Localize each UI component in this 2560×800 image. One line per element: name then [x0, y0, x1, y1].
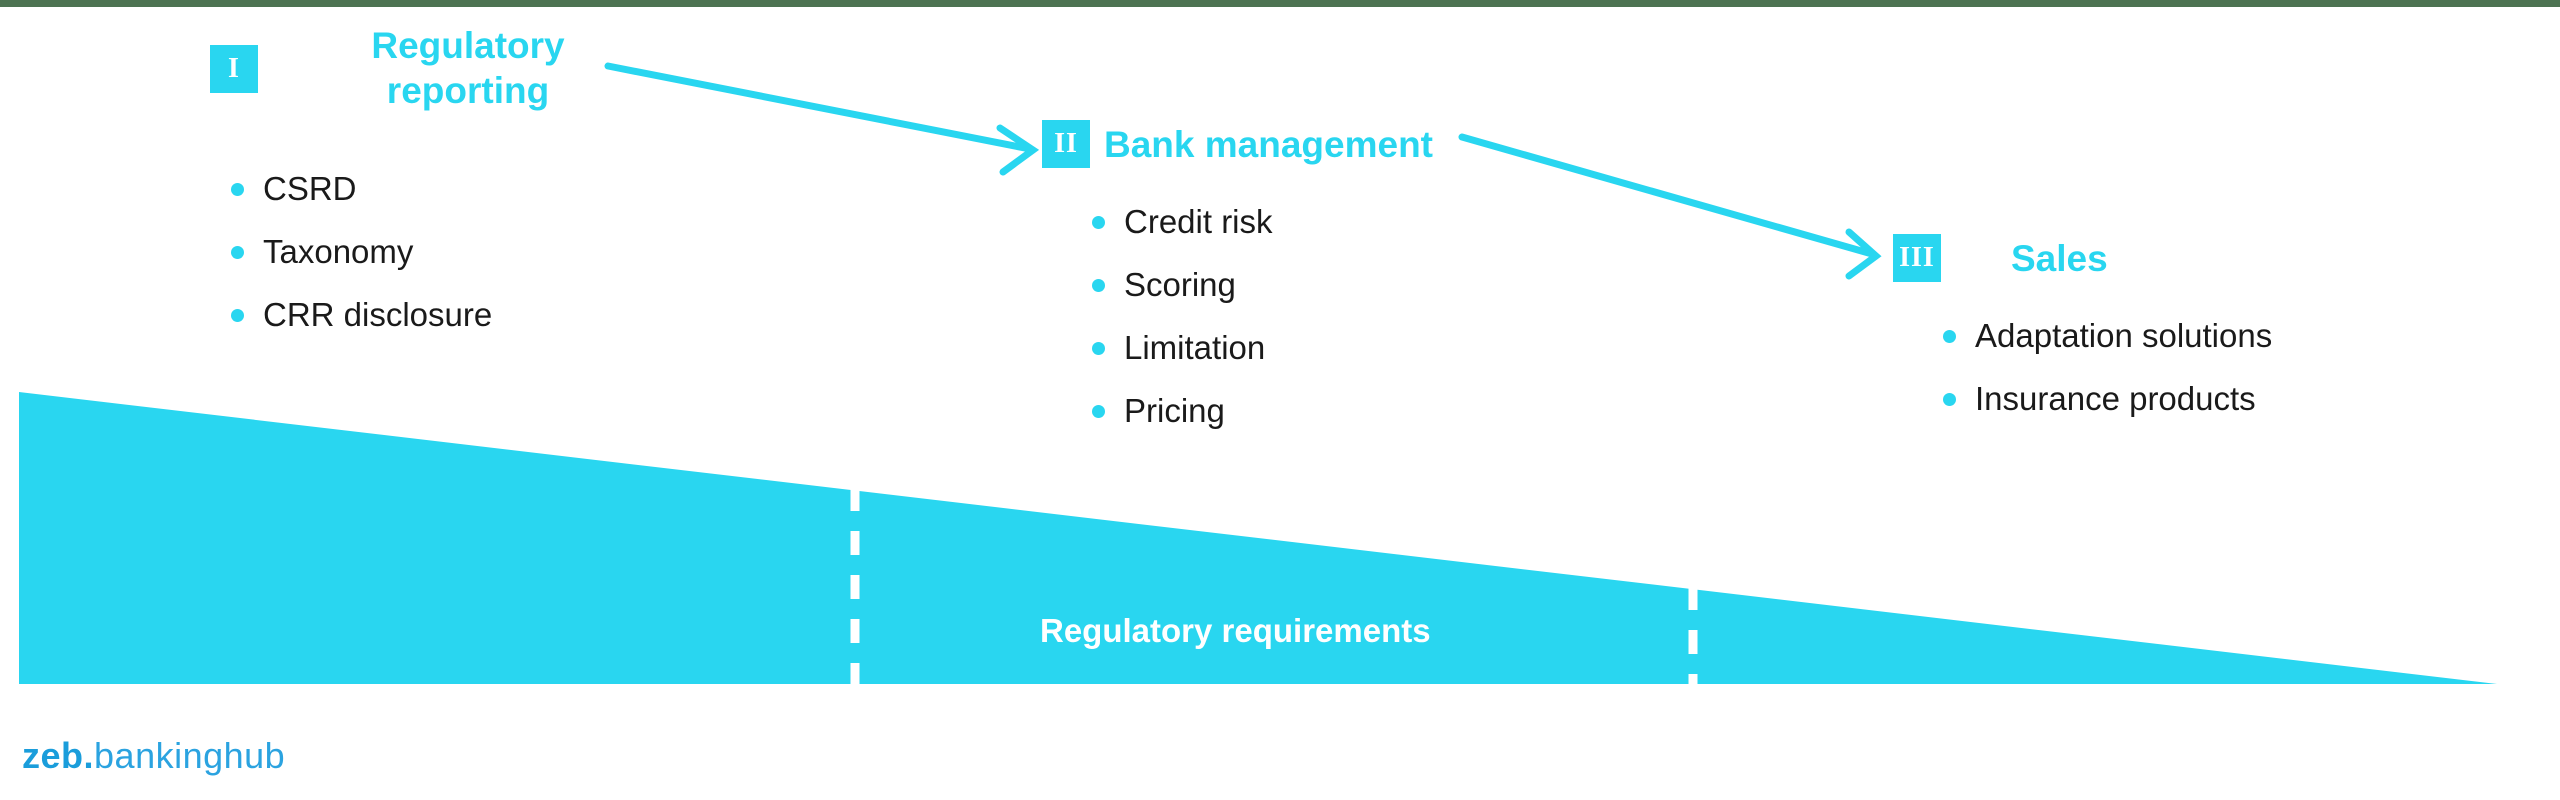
stage-1-bullet-list: CSRD Taxonomy CRR disclosure [231, 157, 630, 346]
logo-dot: . [83, 735, 95, 776]
list-item: Insurance products [1943, 367, 2413, 430]
list-item-label: Scoring [1124, 266, 1236, 303]
stage-1-title: Regulatory reporting [371, 25, 565, 111]
bullet-dot-icon [1943, 393, 1956, 406]
stage-3-header: III Sales [1893, 234, 2413, 296]
stage-1-numeral-badge: I [210, 45, 258, 93]
stage-3-bullet-list: Adaptation solutions Insurance products [1943, 304, 2413, 430]
list-item: CSRD [231, 157, 630, 220]
stage-bank-management: II Bank management Credit risk Scoring L… [1042, 120, 1502, 442]
bullet-dot-icon [1092, 279, 1105, 292]
list-item: Limitation [1092, 316, 1502, 379]
list-item-label: CRR disclosure [263, 296, 493, 333]
list-item: Adaptation solutions [1943, 304, 2413, 367]
list-item-label: Adaptation solutions [1975, 317, 2273, 354]
bullet-dot-icon [231, 183, 244, 196]
logo-zeb-text: zeb [22, 735, 84, 776]
logo-bankinghub-text: bankinghub [94, 735, 286, 776]
list-item: Taxonomy [231, 220, 630, 283]
list-item: Credit risk [1092, 190, 1502, 253]
list-item: CRR disclosure [231, 283, 630, 346]
bullet-dot-icon [1943, 330, 1956, 343]
bullet-dot-icon [231, 246, 244, 259]
bullet-dot-icon [1092, 216, 1105, 229]
bullet-dot-icon [231, 309, 244, 322]
stage-2-numeral-badge: II [1042, 120, 1090, 168]
list-item-label: Credit risk [1124, 203, 1273, 240]
stage-2-bullet-list: Credit risk Scoring Limitation Pricing [1092, 190, 1502, 442]
stage-1-header: I Regulatory reporting [210, 25, 630, 111]
list-item-label: Pricing [1124, 392, 1225, 429]
bullet-dot-icon [1092, 342, 1105, 355]
zeb-bankinghub-logo: zeb.bankinghub [22, 735, 285, 777]
list-item-label: Taxonomy [263, 233, 414, 270]
list-item: Scoring [1092, 253, 1502, 316]
top-accent-bar [0, 0, 2560, 7]
list-item-label: Insurance products [1975, 380, 2256, 417]
bullet-dot-icon [1092, 405, 1105, 418]
stage-3-title: Sales [2011, 238, 2108, 279]
stage-3-numeral-badge: III [1893, 234, 1941, 282]
stage-2-header: II Bank management [1042, 120, 1502, 182]
stage-2-title: Bank management [1104, 124, 1433, 165]
stage-sales: III Sales Adaptation solutions Insurance… [1893, 234, 2413, 430]
stage-regulatory-reporting: I Regulatory reporting CSRD Taxonomy CRR… [210, 25, 630, 346]
list-item-label: Limitation [1124, 329, 1266, 366]
wedge-label: Regulatory requirements [1040, 612, 1431, 649]
list-item: Pricing [1092, 379, 1502, 442]
list-item-label: CSRD [263, 170, 357, 207]
